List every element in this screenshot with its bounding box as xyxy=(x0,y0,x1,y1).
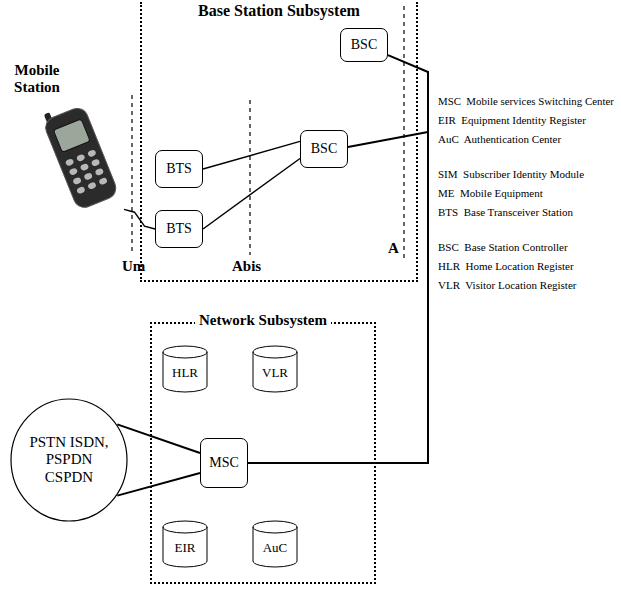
network-label: PSTN ISDN, PSPDN CSPDN xyxy=(27,434,111,486)
node-text: BSC xyxy=(311,141,337,157)
link-line xyxy=(117,473,200,496)
node-text: MSC xyxy=(209,455,239,471)
register-label: HLR xyxy=(172,358,198,381)
abbreviation-text: VLR Visitor Location Register xyxy=(438,279,576,291)
phone-group xyxy=(40,100,119,211)
cylinder-body xyxy=(163,346,207,392)
abis-interface-line xyxy=(249,100,250,255)
region-title: Base Station Subsystem xyxy=(198,2,360,20)
interface-label: Abis xyxy=(232,258,261,275)
cylinder-rim xyxy=(163,352,207,358)
abbreviation-text: ME Mobile Equipment xyxy=(438,187,543,199)
register-cylinder: EIR xyxy=(162,520,208,568)
phone-key xyxy=(72,177,82,186)
subsystem-region: Base Station SubsystemBSC BTS BSC BTS xyxy=(140,2,418,282)
link-line xyxy=(248,55,428,463)
phone-key xyxy=(98,177,108,186)
cylinder-body xyxy=(253,346,297,392)
phone-key xyxy=(69,167,79,176)
link-line xyxy=(203,159,300,230)
interface-label: Um xyxy=(122,258,145,275)
equipment-box: BTS xyxy=(155,150,203,188)
interface-label: A xyxy=(388,240,399,257)
abbreviation-text: HLR Home Location Register xyxy=(438,260,574,272)
register-label: EIR xyxy=(175,533,196,556)
phone-key xyxy=(80,163,90,172)
phone-body xyxy=(42,105,119,210)
abbreviation-text: BSC Base Station Controller xyxy=(438,241,568,253)
abbreviation-text: MSC Mobile services Switching Center xyxy=(438,95,614,107)
phone-key xyxy=(83,172,93,181)
register-label: VLR xyxy=(262,358,288,381)
link-line xyxy=(248,132,428,463)
register-cylinder: VLR xyxy=(252,345,298,393)
mobile-station: Mobile Station xyxy=(4,62,124,214)
equipment-box: BSC xyxy=(340,28,388,62)
abbreviation-text: SIM Subscriber Identity Module xyxy=(438,168,584,180)
cylinder-body xyxy=(163,521,207,567)
phone-key xyxy=(76,154,86,163)
phone-key xyxy=(87,181,97,190)
ellipse-shape xyxy=(11,399,127,521)
phone-key xyxy=(95,168,105,177)
abbreviation-text: AuC Authentication Center xyxy=(438,133,561,145)
cylinder-rim xyxy=(253,352,297,358)
register-label: AuC xyxy=(263,533,288,556)
abbreviation-text: BTS Base Transceiver Station xyxy=(438,206,573,218)
node-text: BSC xyxy=(351,37,377,53)
mobile-phone-illustration xyxy=(38,100,122,212)
region-title: Network Subsystem xyxy=(195,312,331,329)
a-interface-line xyxy=(403,6,404,258)
equipment-box: BSC xyxy=(300,130,348,168)
phone-key xyxy=(87,149,97,158)
cylinder-rim xyxy=(253,527,297,533)
link-line xyxy=(203,141,300,169)
cylinder-body xyxy=(253,521,297,567)
subsystem-region: Network SubsystemHLRVLRMSCEIRAuC xyxy=(150,322,376,584)
node-text: BTS xyxy=(166,221,192,237)
cylinder-rim xyxy=(163,527,207,533)
phone-key xyxy=(76,186,86,195)
phone-key xyxy=(65,158,75,167)
equipment-box: BTS xyxy=(155,210,203,248)
station-title: Mobile Station xyxy=(6,62,68,97)
phone-key xyxy=(91,158,101,167)
abbreviation-text: EIR Equipment Identity Register xyxy=(438,114,586,126)
register-cylinder: HLR xyxy=(162,345,208,393)
equipment-box: MSC xyxy=(200,438,248,488)
node-text: BTS xyxy=(166,161,192,177)
register-cylinder: AuC xyxy=(252,520,298,568)
um-interface-line xyxy=(131,95,132,255)
phone-screen xyxy=(53,119,90,152)
network-ellipse: PSTN ISDN, PSPDN CSPDN xyxy=(10,398,128,522)
link-line xyxy=(117,424,200,453)
